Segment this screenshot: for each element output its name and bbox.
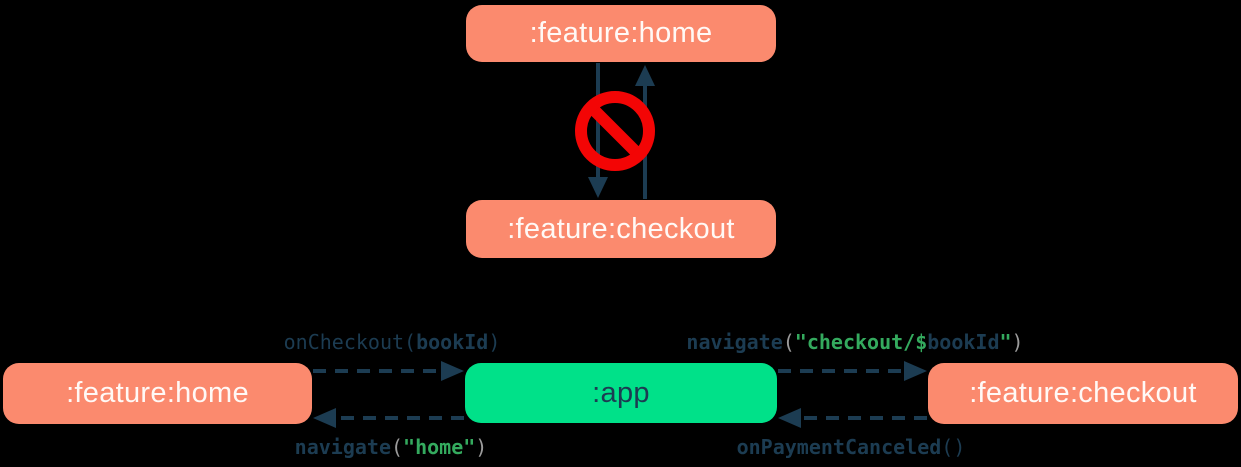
module-label-feature-checkout-bottom: :feature:checkout (969, 377, 1197, 409)
callback-label-oncheckout: onCheckout(bookId) (284, 329, 501, 355)
module-box-feature-home-bottom: :feature:home (3, 363, 312, 424)
call-label-navigate-checkout: navigate("checkout/$bookId") (686, 329, 1023, 355)
module-box-feature-checkout-top: :feature:checkout (466, 200, 776, 258)
callback-label-onpaymentcanceled: onPaymentCanceled() (737, 434, 966, 460)
code-text: "home" (403, 435, 476, 459)
arrow-oncheckout (313, 361, 464, 381)
module-box-feature-home-top: :feature:home (466, 5, 776, 62)
module-label-feature-checkout-top: :feature:checkout (507, 212, 735, 245)
code-text: onCheckout( (283, 330, 417, 354)
code-text: ) (1011, 330, 1024, 354)
module-label-app: :app (592, 376, 650, 409)
module-label-feature-home-top: :feature:home (529, 17, 713, 49)
code-text: ( (390, 435, 404, 459)
arrow-home-to-checkout (588, 63, 608, 198)
module-box-feature-checkout-bottom: :feature:checkout (928, 363, 1238, 424)
arrow-checkout-to-home (635, 65, 655, 199)
arrow-navigate-checkout (778, 361, 927, 381)
code-text: () (941, 435, 966, 459)
code-text: onPaymentCanceled (736, 435, 942, 459)
arrow-navigate-home (313, 408, 464, 428)
call-label-navigate-home: navigate("home") (295, 434, 488, 460)
module-label-feature-home-bottom: :feature:home (66, 377, 249, 409)
code-text: bookId (927, 330, 1000, 354)
module-box-app: :app (465, 363, 777, 423)
code-text: "checkout/$ (794, 330, 928, 354)
code-text: " (999, 330, 1012, 354)
code-text: navigate (686, 330, 783, 354)
code-text: navigate (294, 435, 391, 459)
code-text: bookId (416, 330, 489, 354)
code-text: ( (782, 330, 795, 354)
code-text: ) (488, 330, 501, 354)
arrow-onpaymentcanceled (778, 408, 927, 428)
code-text: ) (475, 435, 488, 459)
no-entry-icon (575, 91, 655, 171)
